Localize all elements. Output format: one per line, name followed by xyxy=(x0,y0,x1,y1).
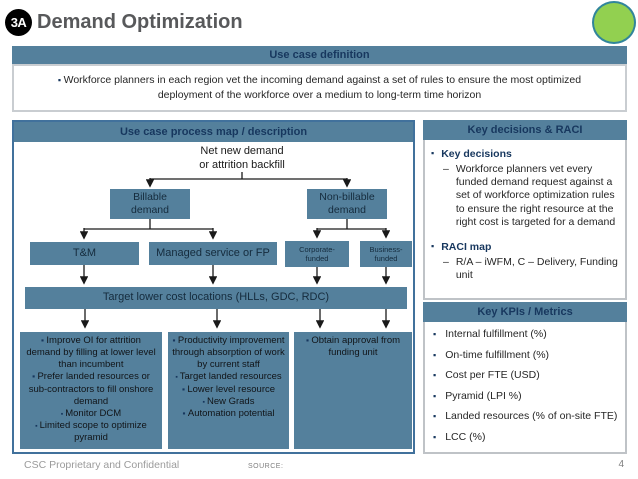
section-badge: 3A xyxy=(5,9,32,36)
kpi-item: Pyramid (LPI %) xyxy=(433,390,619,403)
key-decisions-item: Key decisions xyxy=(431,148,619,161)
flow-box-managed-service: Managed service or FP xyxy=(149,242,277,265)
flow-box-tm: T&M xyxy=(30,242,139,265)
definition-box: Workforce planners in each region vet th… xyxy=(12,64,627,112)
action-item: New Grads xyxy=(172,396,285,408)
flow-box-billable-demand: Billable demand xyxy=(110,189,190,219)
definition-header: Use case definition xyxy=(12,46,627,64)
flow-root-label: Net new demand or attrition backfill xyxy=(162,144,322,173)
kpis-body: Internal fulfillment (%) On-time fulfillm… xyxy=(423,322,627,454)
process-map-panel: Use case process map / description xyxy=(12,120,415,454)
status-circle-icon xyxy=(592,1,636,44)
flow-root-line2: or attrition backfill xyxy=(199,159,285,172)
flow-connector-arrows xyxy=(79,172,391,329)
flow-box-target-locations: Target lower cost locations (HLLs, GDC, … xyxy=(25,287,407,309)
key-decisions-header: Key decisions & RACI xyxy=(423,120,627,140)
kpis-header: Key KPIs / Metrics xyxy=(423,302,627,322)
definition-text: Workforce planners in each region vet th… xyxy=(44,73,595,103)
confidentiality-notice: CSC Proprietary and Confidential xyxy=(24,459,180,471)
process-map-header: Use case process map / description xyxy=(14,122,413,142)
action-item: Prefer landed resources or sub-contracto… xyxy=(24,371,158,407)
key-decisions-item: Workforce planners vet every funded dema… xyxy=(431,163,619,229)
action-item: Automation potential xyxy=(172,408,285,420)
kpi-item: LCC (%) xyxy=(433,431,619,444)
action-box-productivity: Productivity improvement through absorpt… xyxy=(168,332,289,449)
page-title: Demand Optimization xyxy=(37,11,243,33)
flow-box-business-funded: Business-funded xyxy=(360,241,412,267)
kpis-section: Key KPIs / Metrics Internal fulfillment … xyxy=(423,302,627,454)
key-decisions-body: Key decisionsWorkforce planners vet ever… xyxy=(423,140,627,300)
action-item: Improve OI for attrition demand by filli… xyxy=(24,335,158,371)
action-item: Target landed resources xyxy=(172,371,285,383)
kpi-item: Landed resources (% of on-site FTE) xyxy=(433,410,619,423)
source-label: SOURCE: xyxy=(248,463,284,470)
flowchart: Net new demand or attrition backfill Bil… xyxy=(14,142,413,452)
action-item: Obtain approval from funding unit xyxy=(298,335,408,359)
key-decisions-section: Key decisions & RACI Key decisionsWorkfo… xyxy=(423,120,627,300)
kpi-item: Cost per FTE (USD) xyxy=(433,369,619,382)
key-decisions-item: RACI map xyxy=(431,241,619,254)
action-box-approval: Obtain approval from funding unit xyxy=(294,332,412,449)
action-item: Monitor DCM xyxy=(24,408,158,420)
action-item: Limited scope to optimize pyramid xyxy=(24,420,158,444)
key-decisions-item: R/A – iWFM, C – Delivery, Funding unit xyxy=(431,256,619,282)
kpi-item: Internal fulfillment (%) xyxy=(433,328,619,341)
action-item: Lower level resource xyxy=(172,384,285,396)
flow-box-non-billable-demand: Non-billable demand xyxy=(307,189,387,219)
flow-root-line1: Net new demand xyxy=(200,145,284,157)
action-box-billable: Improve OI for attrition demand by filli… xyxy=(20,332,162,449)
page-number: 4 xyxy=(618,459,624,470)
action-item: Productivity improvement through absorpt… xyxy=(172,335,285,371)
kpi-item: On-time fulfillment (%) xyxy=(433,349,619,362)
flow-box-corporate-funded: Corporate-funded xyxy=(285,241,349,267)
